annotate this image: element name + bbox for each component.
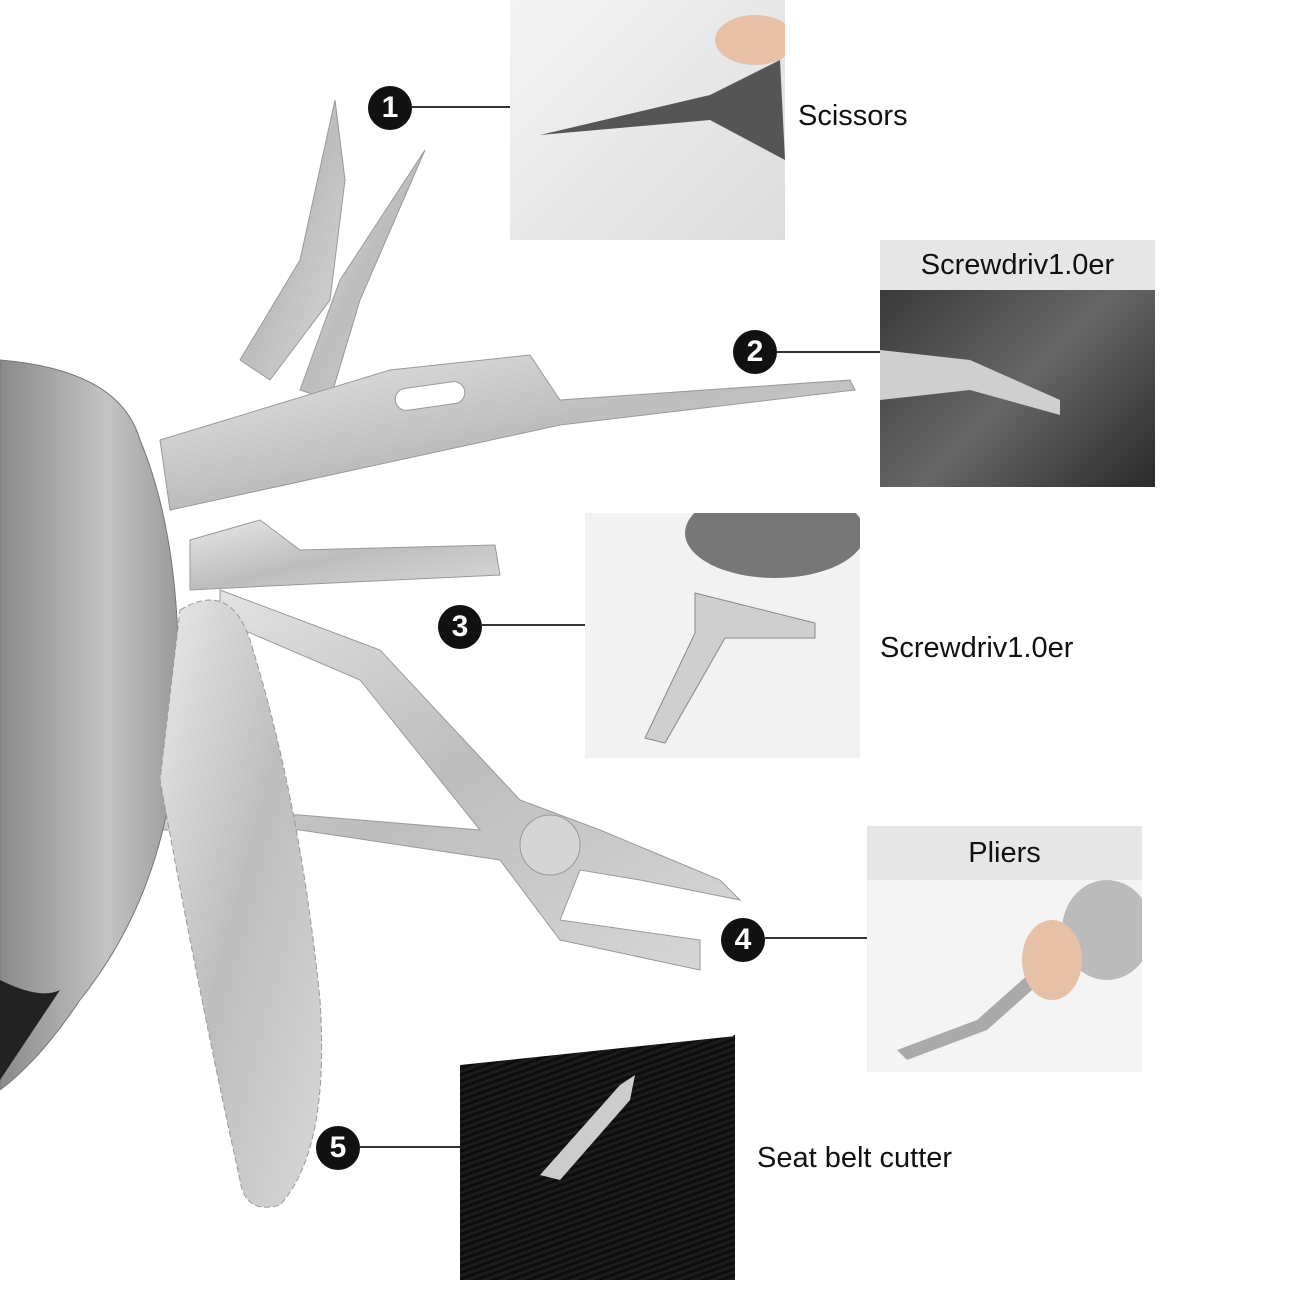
- ruler-screwdriver-photo: [585, 513, 860, 758]
- callout-badge-2: 2: [733, 330, 777, 374]
- screwdriver-photo: [880, 290, 1155, 487]
- callout-header-screwdriver: Screwdriv1.0er: [880, 240, 1155, 290]
- callout-badge-1: 1: [368, 86, 412, 130]
- callout-badge-3: 3: [438, 605, 482, 649]
- callout-label-screwdriver: Screwdriv1.0er: [880, 632, 1074, 664]
- leader-line-3: [482, 624, 585, 626]
- leader-line-4: [765, 937, 867, 939]
- pliers-tool: [139, 589, 742, 971]
- leader-line-5: [360, 1146, 460, 1148]
- awl-tool: [159, 354, 856, 511]
- multitool-body: [0, 359, 179, 1091]
- screwdriver-tool: [189, 519, 501, 591]
- seat-belt-cutter-photo: [460, 1035, 735, 1280]
- scissors-blade: [239, 99, 346, 381]
- leader-line-2: [777, 351, 880, 353]
- callout-badge-5: 5: [316, 1126, 360, 1170]
- callout-label-seat-belt-cutter: Seat belt cutter: [757, 1142, 953, 1174]
- scissors-photo: [510, 0, 785, 240]
- callout-header-pliers: Pliers: [867, 826, 1142, 880]
- callout-label-scissors: Scissors: [798, 100, 908, 132]
- pliers-photo: [867, 880, 1142, 1072]
- leader-line-1: [412, 106, 510, 108]
- knife-blade: [159, 599, 323, 1208]
- callout-badge-4: 4: [721, 918, 765, 962]
